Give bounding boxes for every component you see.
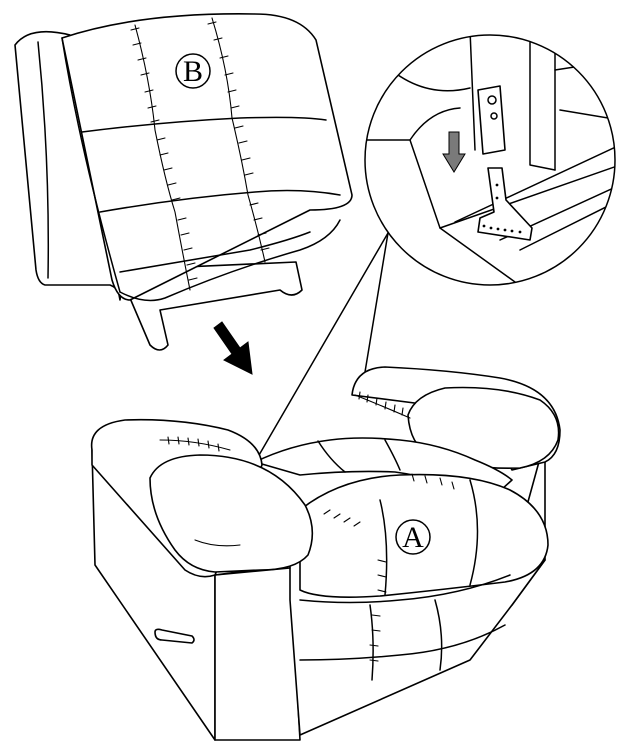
left-arm-roll	[149, 454, 314, 573]
label-a-circle	[395, 519, 431, 555]
recliner-back-b: B	[14, 13, 353, 351]
upper-bracket	[477, 85, 506, 155]
label-b-circle	[175, 53, 211, 89]
back-stitch-right	[211, 17, 266, 263]
release-handle	[154, 628, 195, 644]
base-cushion-top	[254, 437, 513, 501]
detail-circle	[364, 34, 616, 286]
label-a: A	[402, 521, 424, 554]
recliner-base-a: A	[90, 366, 561, 741]
back-body	[61, 13, 353, 301]
label-b: B	[183, 55, 203, 88]
base-front-face	[214, 564, 301, 741]
arrow-down-right-icon	[213, 321, 253, 375]
back-base-bracket	[117, 261, 303, 351]
callout-leader-right	[364, 232, 389, 373]
arrow-down-icon	[442, 131, 466, 173]
base-seat-cushion	[299, 473, 549, 598]
lower-bracket	[477, 167, 533, 241]
detail-callout	[254, 34, 616, 463]
callout-leader-left	[254, 232, 389, 463]
